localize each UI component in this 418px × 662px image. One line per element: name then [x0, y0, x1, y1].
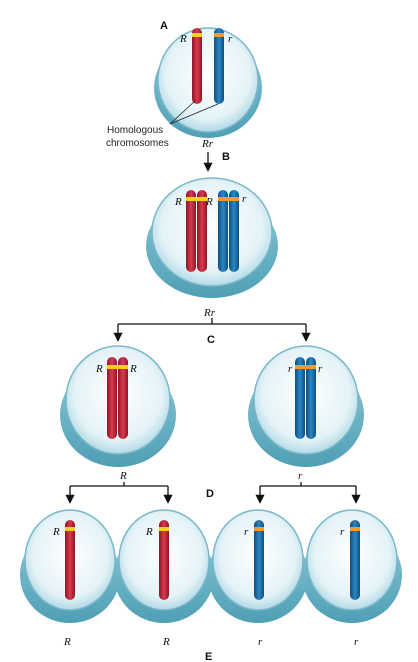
allele-band-recessive [218, 197, 239, 201]
cell-c-dominant [60, 345, 176, 467]
allele-label: R [95, 363, 103, 375]
gamete-label: R [162, 636, 170, 648]
gamete-e2 [114, 509, 214, 623]
callout-line [169, 103, 219, 125]
chromatid-red [118, 357, 128, 439]
chromatid-blue [218, 190, 228, 272]
allele-label: R [179, 33, 187, 45]
genotype-label: r [298, 470, 303, 482]
allele-label: r [242, 193, 247, 205]
allele-label: R [129, 363, 137, 375]
chromosome-blue [350, 520, 360, 600]
chromatid-blue [306, 357, 316, 439]
chromosome-red [159, 520, 169, 600]
cell-b [146, 177, 278, 298]
allele-band-dominant [107, 365, 128, 369]
cell-b-membrane [151, 177, 273, 287]
step-label-c: C [207, 334, 215, 346]
chromatid-red [186, 190, 196, 272]
allele-label: R [52, 526, 60, 538]
allele-band-recessive [295, 365, 316, 369]
allele-band-dominant [186, 197, 207, 201]
gamete-e4 [302, 509, 402, 623]
gamete-e1 [20, 509, 120, 623]
allele-label: r [228, 33, 233, 45]
gamete-e3 [208, 509, 308, 623]
allele-label: R [174, 196, 182, 208]
step-label-e: E [205, 651, 212, 662]
allele-band-recessive [214, 33, 224, 37]
gamete-label: R [63, 636, 71, 648]
cell-c-recessive [248, 345, 364, 467]
callout-line [169, 99, 197, 125]
allele-band-recessive [350, 527, 360, 531]
genotype-label: Rr [203, 307, 216, 319]
chromatid-red [197, 190, 207, 272]
step-label-b: B [222, 151, 230, 163]
allele-label: r [340, 526, 345, 538]
callout-label: chromosomes [106, 138, 169, 149]
chromosome-red [65, 520, 75, 600]
allele-label: R [205, 196, 213, 208]
allele-band-dominant [65, 527, 75, 531]
chromatid-blue [295, 357, 305, 439]
gamete-label: r [354, 636, 359, 648]
gamete-label: r [258, 636, 263, 648]
allele-label: r [288, 363, 293, 375]
chromosome-blue [214, 28, 224, 104]
allele-label: r [244, 526, 249, 538]
chromosome-blue [254, 520, 264, 600]
allele-band-recessive [254, 527, 264, 531]
homologous-callout: Homologous chromosomes [106, 99, 219, 149]
genotype-label: Rr [201, 138, 214, 150]
allele-band-dominant [192, 33, 202, 37]
chromatid-red [107, 357, 117, 439]
callout-label: Homologous [107, 125, 163, 136]
step-label-a: A [160, 20, 168, 32]
chromosome-red [192, 28, 202, 104]
allele-label: R [145, 526, 153, 538]
cell-a [154, 27, 262, 138]
cell-a-membrane [157, 27, 259, 133]
chromatid-blue [229, 190, 239, 272]
allele-label: r [318, 363, 323, 375]
step-label-d: D [206, 488, 214, 500]
genotype-label: R [119, 470, 127, 482]
allele-band-dominant [159, 527, 169, 531]
